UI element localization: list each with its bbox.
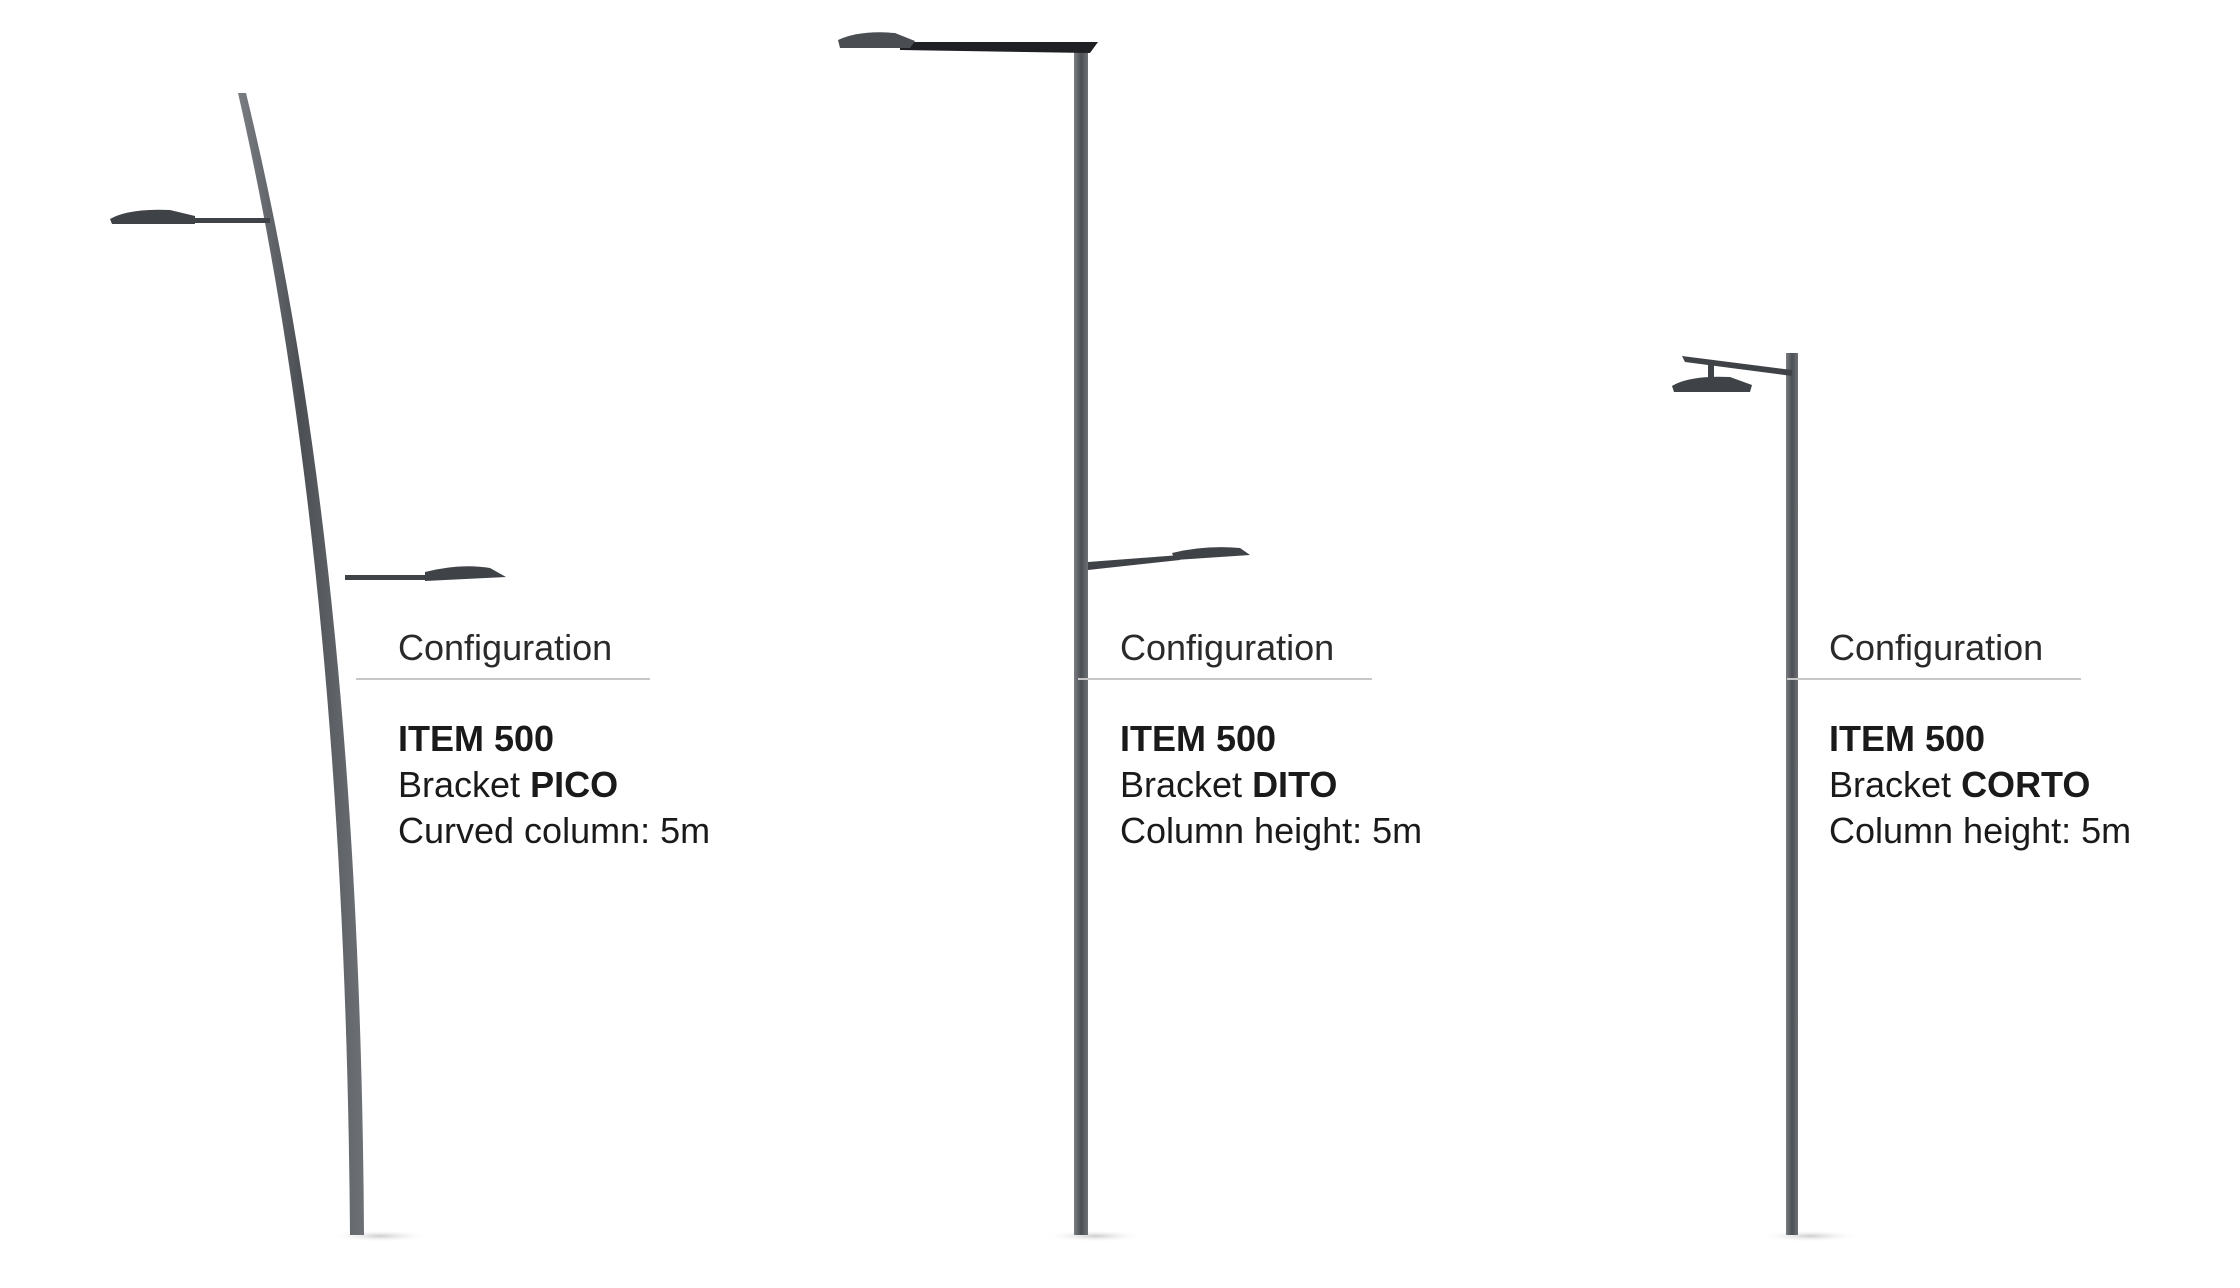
item-name: ITEM 500 — [398, 718, 555, 759]
column-spec: Column height: 5m — [1829, 810, 2132, 851]
configuration-corto: Configuration ITEM 500 Bracket CORTO Col… — [1787, 626, 2132, 854]
bracket-line: Bracket CORTO — [1829, 762, 2107, 808]
item-name: ITEM 500 — [1120, 718, 1277, 759]
bracket-line: Bracket PICO — [398, 762, 676, 808]
divider — [1078, 678, 1372, 680]
configuration-heading: Configuration — [398, 627, 613, 668]
configuration-pico: Configuration ITEM 500 Bracket PICO Curv… — [356, 626, 711, 854]
divider — [356, 678, 650, 680]
bracket-label: Bracket — [1120, 764, 1243, 805]
configuration-heading: Configuration — [1120, 627, 1335, 668]
bracket-name: CORTO — [1961, 764, 2091, 805]
bracket-name: PICO — [530, 764, 619, 805]
bracket-line: Bracket DITO — [1120, 762, 1398, 808]
configuration-dito: Configuration ITEM 500 Bracket DITO Colu… — [1078, 626, 1423, 854]
divider — [1787, 678, 2081, 680]
lamp-post-dito — [838, 32, 1250, 1242]
lamp-post-pico — [110, 93, 506, 1242]
item-name: ITEM 500 — [1829, 718, 1986, 759]
lamp-post-corto — [1672, 353, 1860, 1242]
bracket-label: Bracket — [1829, 764, 1952, 805]
bracket-label: Bracket — [398, 764, 521, 805]
bracket-name: DITO — [1252, 764, 1338, 805]
configuration-heading: Configuration — [1829, 627, 2044, 668]
column-spec: Curved column: 5m — [398, 810, 711, 851]
column-spec: Column height: 5m — [1120, 810, 1423, 851]
